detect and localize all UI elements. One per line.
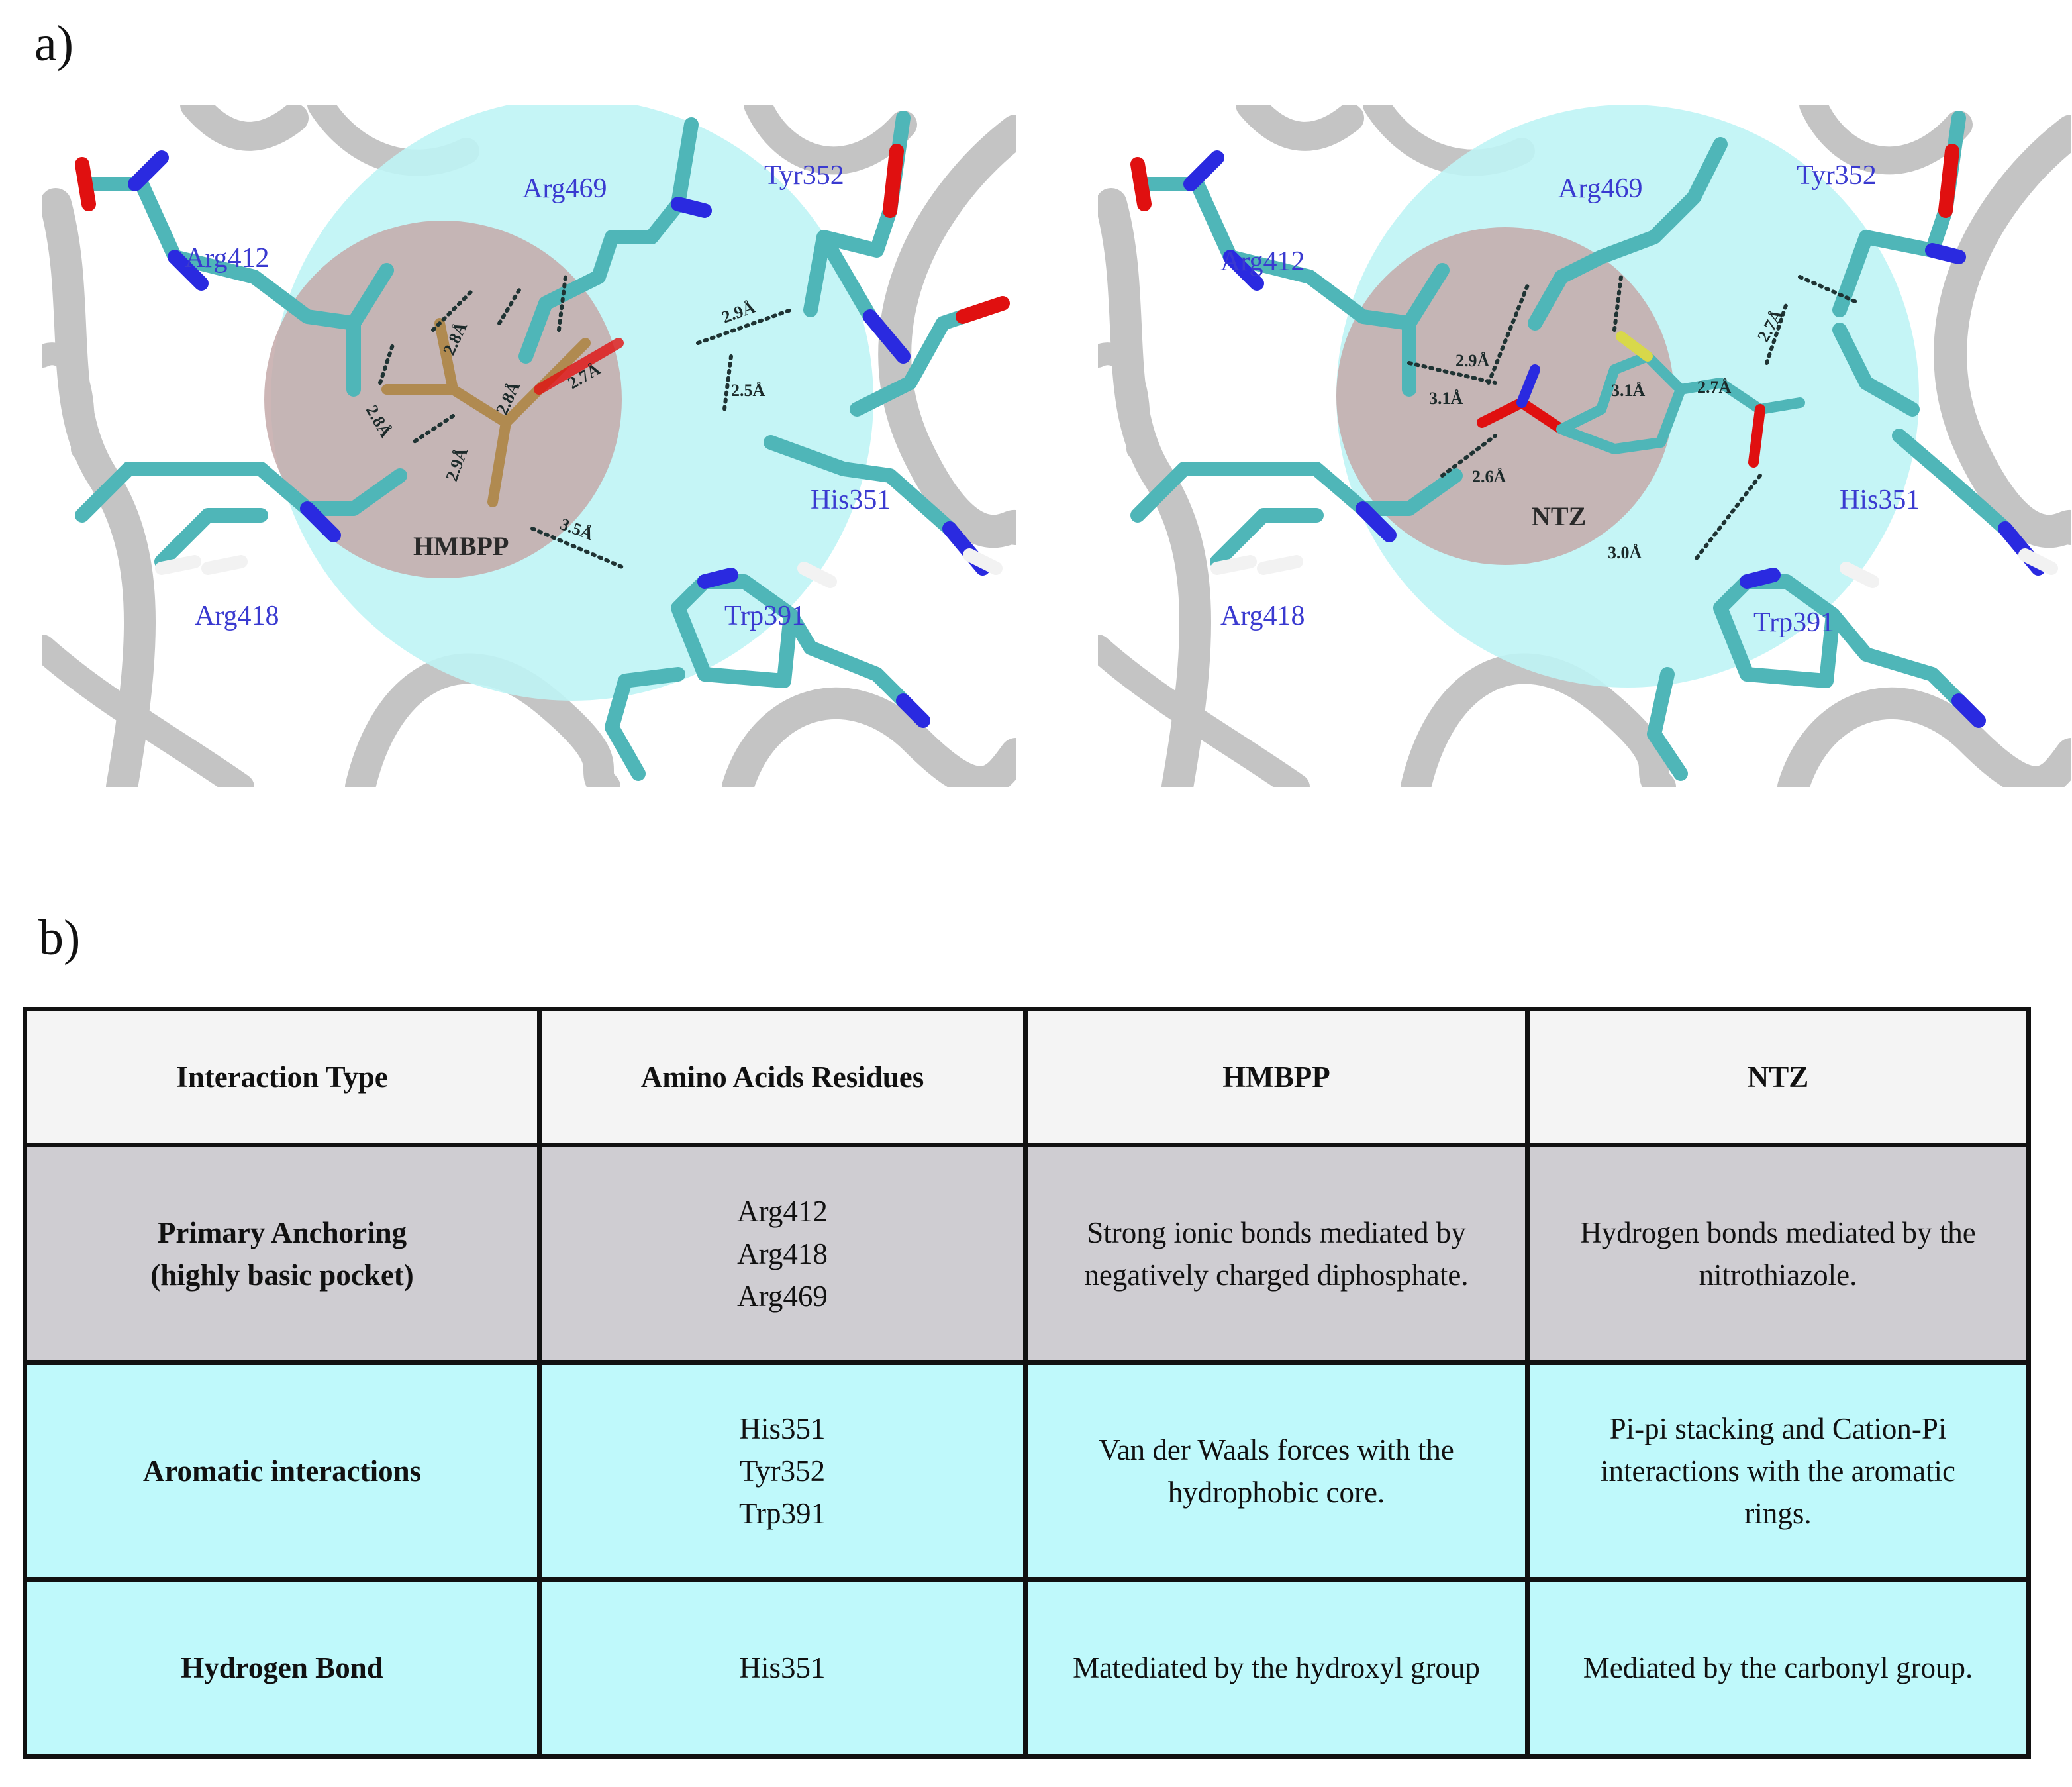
cell-hmbpp: Van der Waals forces with the hydrophobi…: [1023, 1360, 1530, 1582]
cell-line: Hydrogen bonds mediated by the: [1580, 1216, 1976, 1249]
header-hmbpp: HMBPP: [1023, 1007, 1530, 1147]
cell-interaction-type: Hydrogen Bond: [23, 1577, 542, 1759]
protein-ribbon: [1098, 105, 2071, 787]
cell-line: Tyr352: [739, 1455, 826, 1488]
cell-line: Arg469: [737, 1280, 828, 1313]
cell-line: Mediated by the carbonyl group.: [1583, 1651, 1973, 1684]
cell-hmbpp: Strong ionic bonds mediated by negativel…: [1023, 1143, 1530, 1365]
cell-line: Strong ionic bonds mediated by: [1087, 1216, 1466, 1249]
cell-line: rings.: [1744, 1497, 1812, 1530]
panel-a-label: a): [34, 16, 74, 72]
header-amino-acids-residues: Amino Acids Residues: [537, 1007, 1028, 1147]
cell-line: interactions with the aromatic: [1600, 1455, 1956, 1488]
residue-label-arg469: Arg469: [522, 174, 607, 204]
hydrogen-bonds: [1407, 275, 1861, 564]
cell-line: Hydrogen Bond: [181, 1651, 383, 1684]
hydrogen-sticks: [1210, 548, 2058, 588]
cell-line: Primary Anchoring: [157, 1216, 407, 1249]
cell-residues: His351 Tyr352 Trp391: [537, 1360, 1028, 1582]
hydrogen-sticks: [155, 548, 1003, 588]
table-row: Hydrogen Bond His351 Matediated by the h…: [23, 1577, 2031, 1759]
cell-residues: Arg412 Arg418 Arg469: [537, 1143, 1028, 1365]
cell-line: His351: [739, 1412, 826, 1445]
cell-hmbpp: Matediated by the hydroxyl group: [1023, 1577, 1530, 1759]
distance-label: 3.1Å: [1611, 381, 1646, 400]
ntz-binding-site-render: Arg469 Tyr352 Arg412 His351 Arg418 Trp39…: [1098, 105, 2071, 787]
hydrogen-bonds: [378, 275, 793, 570]
cell-line: His351: [739, 1651, 826, 1684]
cell-ntz: Mediated by the carbonyl group.: [1525, 1577, 2031, 1759]
residue-label-his351: His351: [811, 485, 891, 515]
cell-line: Arg418: [737, 1237, 828, 1270]
cell-line: Pi-pi stacking and Cation-Pi: [1609, 1412, 1947, 1445]
cell-interaction-type: Primary Anchoring (highly basic pocket): [23, 1143, 542, 1365]
residue-label-arg412: Arg412: [1220, 246, 1305, 277]
cell-line: Aromatic interactions: [142, 1455, 422, 1488]
table-header-row: Interaction Type Amino Acids Residues HM…: [23, 1007, 2031, 1147]
cell-line: Arg412: [737, 1195, 828, 1228]
residue-label-arg418: Arg418: [195, 601, 279, 631]
distance-label: 3.0Å: [1608, 543, 1642, 562]
ligand-label-hmbpp: HMBPP: [413, 531, 509, 561]
cell-line: (highly basic pocket): [150, 1258, 414, 1292]
residue-label-trp391: Trp391: [1753, 607, 1834, 638]
header-interaction-type: Interaction Type: [23, 1007, 542, 1147]
cell-line: hydrophobic core.: [1167, 1476, 1385, 1509]
distance-label: 2.7Å: [1697, 378, 1732, 397]
hmbpp-ligand-sticks: [381, 318, 624, 507]
cell-line: negatively charged diphosphate.: [1084, 1258, 1469, 1292]
residue-label-arg412: Arg412: [185, 243, 270, 274]
table-row: Primary Anchoring (highly basic pocket) …: [23, 1143, 2031, 1365]
header-ntz: NTZ: [1525, 1007, 2031, 1147]
cell-line: Matediated by the hydroxyl group: [1073, 1651, 1480, 1684]
distance-label: 2.9Å: [1455, 351, 1490, 370]
distance-label: 2.5Å: [731, 381, 765, 400]
cell-line: Van der Waals forces with the: [1099, 1433, 1454, 1466]
ntz-structure-svg: Arg469 Tyr352 Arg412 His351 Arg418 Trp39…: [1098, 105, 2071, 787]
cell-ntz: Hydrogen bonds mediated by the nitrothia…: [1525, 1143, 2031, 1365]
ligand-label-ntz: NTZ: [1532, 501, 1586, 531]
hmbpp-binding-site-render: Arg469 Tyr352 Arg412 His351 Arg418 Trp39…: [42, 105, 1016, 787]
interaction-table: Interaction Type Amino Acids Residues HM…: [23, 1007, 2031, 1759]
cell-line: nitrothiazole.: [1699, 1258, 1857, 1292]
heteroatom-sticks: [75, 144, 1010, 728]
residue-label-tyr352: Tyr352: [1797, 160, 1877, 191]
cell-residues: His351: [537, 1577, 1028, 1759]
cell-ntz: Pi-pi stacking and Cation-Pi interaction…: [1525, 1360, 2031, 1582]
hmbpp-structure-svg: Arg469 Tyr352 Arg412 His351 Arg418 Trp39…: [42, 105, 1016, 787]
residue-label-arg469: Arg469: [1558, 174, 1643, 204]
residue-label-tyr352: Tyr352: [764, 160, 844, 191]
cell-line: Trp391: [739, 1497, 826, 1530]
residue-label-arg418: Arg418: [1220, 601, 1305, 631]
panel-b-label: b): [38, 910, 81, 966]
table-row: Aromatic interactions His351 Tyr352 Trp3…: [23, 1360, 2031, 1582]
cell-interaction-type: Aromatic interactions: [23, 1360, 542, 1582]
residue-label-his351: His351: [1840, 485, 1920, 515]
distance-label: 2.6Å: [1472, 467, 1506, 486]
distance-label: 3.1Å: [1429, 389, 1463, 408]
residue-label-trp391: Trp391: [724, 601, 805, 631]
ntz-ligand-sticks: [1477, 331, 1805, 468]
